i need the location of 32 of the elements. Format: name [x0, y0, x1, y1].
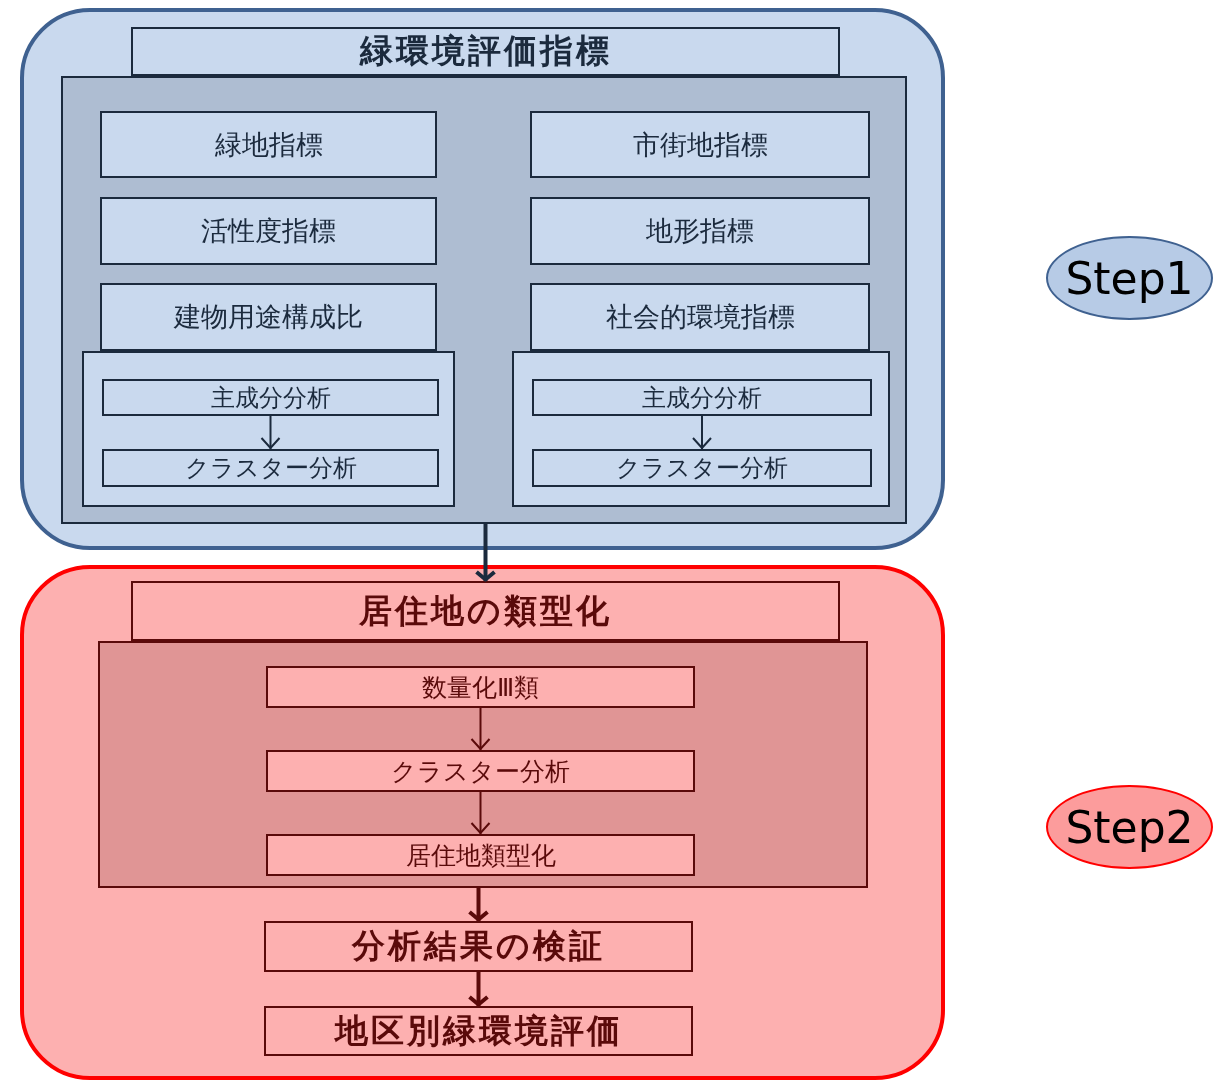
- process-box: 居住地類型化: [266, 834, 695, 876]
- process-box: 主成分分析: [532, 379, 872, 416]
- panel: [82, 351, 455, 507]
- process-box: 数量化Ⅲ類: [266, 666, 695, 708]
- arrow: [467, 972, 490, 1007]
- arrow: [467, 888, 490, 922]
- arrow: [260, 415, 281, 450]
- process-box: 建物用途構成比: [100, 283, 437, 351]
- process-box: 緑地指標: [100, 111, 437, 178]
- step-ellipse: Step1: [1046, 236, 1213, 320]
- process-box: クラスター分析: [532, 449, 872, 487]
- arrow: [470, 707, 491, 751]
- heading-box: 緑環境評価指標: [131, 27, 840, 76]
- rounded-panel: [20, 565, 945, 1080]
- heading-box: 分析結果の検証: [264, 921, 693, 972]
- process-box: 地形指標: [530, 197, 870, 265]
- process-box: 活性度指標: [100, 197, 437, 265]
- process-box: クラスター分析: [102, 449, 439, 487]
- process-box: 社会的環境指標: [530, 283, 870, 351]
- panel: [512, 351, 890, 507]
- process-box: クラスター分析: [266, 750, 695, 792]
- panel: [98, 641, 868, 888]
- process-box: 主成分分析: [102, 379, 439, 416]
- arrow: [470, 791, 491, 835]
- arrow: [474, 524, 497, 582]
- arrow: [692, 415, 712, 450]
- panel: [61, 76, 907, 524]
- heading-box: 地区別緑環境評価: [264, 1006, 693, 1056]
- step-ellipse: Step2: [1046, 785, 1213, 869]
- rounded-panel: [20, 8, 945, 550]
- heading-box: 居住地の類型化: [131, 581, 840, 641]
- process-box: 市街地指標: [530, 111, 870, 178]
